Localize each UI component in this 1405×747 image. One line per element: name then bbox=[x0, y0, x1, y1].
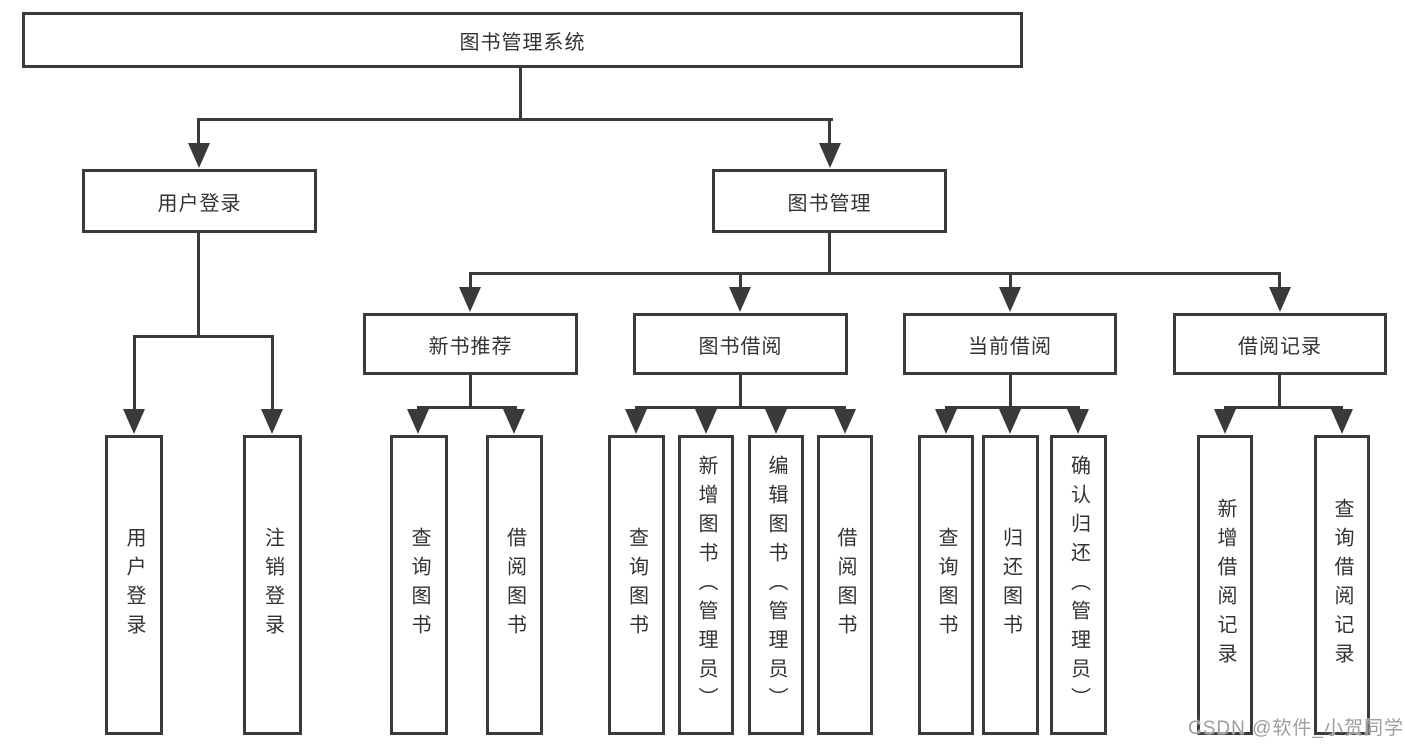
node-book-borrow: 图书借阅 bbox=[633, 313, 848, 375]
node-user-login: 用户登录 bbox=[82, 169, 317, 233]
leaf-user-login: 用户登录 bbox=[105, 435, 163, 735]
arrowhead-down-icon bbox=[1214, 409, 1236, 434]
connector-line bbox=[469, 272, 1281, 275]
connector-line bbox=[828, 118, 831, 145]
node-borrow-records: 借阅记录 bbox=[1173, 313, 1387, 375]
connector-line bbox=[417, 406, 517, 409]
connector-line bbox=[945, 406, 1080, 409]
leaf-borrow-book-recommend: 借阅图书 bbox=[486, 435, 543, 735]
leaf-confirm-return-admin: 确认归还（管理员） bbox=[1050, 435, 1107, 735]
arrowhead-down-icon bbox=[1067, 409, 1089, 434]
connector-line bbox=[1009, 375, 1012, 409]
leaf-query-book-recommend: 查询图书 bbox=[390, 435, 448, 735]
arrowhead-down-icon bbox=[123, 409, 145, 434]
arrowhead-down-icon bbox=[459, 287, 481, 312]
connector-line bbox=[635, 406, 846, 409]
leaf-query-borrow-record: 查询借阅记录 bbox=[1314, 435, 1370, 735]
arrowhead-down-icon bbox=[503, 409, 525, 434]
leaf-query-book-current: 查询图书 bbox=[918, 435, 974, 735]
connector-line bbox=[519, 68, 522, 120]
connector-line bbox=[271, 335, 274, 411]
node-book-management: 图书管理 bbox=[712, 169, 947, 233]
leaf-edit-book-admin: 编辑图书（管理员） bbox=[748, 435, 804, 735]
connector-line bbox=[133, 335, 136, 411]
connector-line bbox=[1278, 375, 1281, 409]
arrowhead-down-icon bbox=[695, 409, 717, 434]
node-current-borrow: 当前借阅 bbox=[903, 313, 1117, 375]
arrowhead-down-icon bbox=[261, 409, 283, 434]
arrowhead-down-icon bbox=[1331, 409, 1353, 434]
connector-line bbox=[1224, 406, 1343, 409]
arrowhead-down-icon bbox=[935, 409, 957, 434]
arrowhead-down-icon bbox=[625, 409, 647, 434]
connector-line bbox=[469, 375, 472, 409]
arrowhead-down-icon bbox=[999, 287, 1021, 312]
arrowhead-down-icon bbox=[1269, 287, 1291, 312]
connector-line bbox=[469, 272, 472, 289]
arrowhead-down-icon bbox=[999, 409, 1021, 434]
leaf-return-book: 归还图书 bbox=[982, 435, 1039, 735]
leaf-query-book-borrow: 查询图书 bbox=[608, 435, 665, 735]
connector-line bbox=[739, 375, 742, 409]
connector-line bbox=[739, 272, 742, 289]
arrowhead-down-icon bbox=[765, 409, 787, 434]
arrowhead-down-icon bbox=[819, 143, 841, 168]
leaf-add-book-admin: 新增图书（管理员） bbox=[678, 435, 734, 735]
connector-line bbox=[1278, 272, 1281, 289]
connector-line bbox=[197, 118, 833, 121]
watermark: CSDN @软件_小贺同学 bbox=[1188, 718, 1404, 739]
arrowhead-down-icon bbox=[188, 143, 210, 168]
leaf-borrow-book: 借阅图书 bbox=[817, 435, 873, 735]
connector-line bbox=[197, 118, 200, 145]
node-new-book-recommend: 新书推荐 bbox=[363, 313, 578, 375]
arrowhead-down-icon bbox=[407, 409, 429, 434]
connector-line bbox=[828, 233, 831, 275]
arrowhead-down-icon bbox=[834, 409, 856, 434]
leaf-add-borrow-record: 新增借阅记录 bbox=[1197, 435, 1253, 735]
connector-line bbox=[133, 335, 274, 338]
node-root: 图书管理系统 bbox=[22, 12, 1023, 68]
connector-line bbox=[1009, 272, 1012, 289]
arrowhead-down-icon bbox=[729, 287, 751, 312]
connector-line bbox=[197, 233, 200, 335]
leaf-logout: 注销登录 bbox=[243, 435, 302, 735]
